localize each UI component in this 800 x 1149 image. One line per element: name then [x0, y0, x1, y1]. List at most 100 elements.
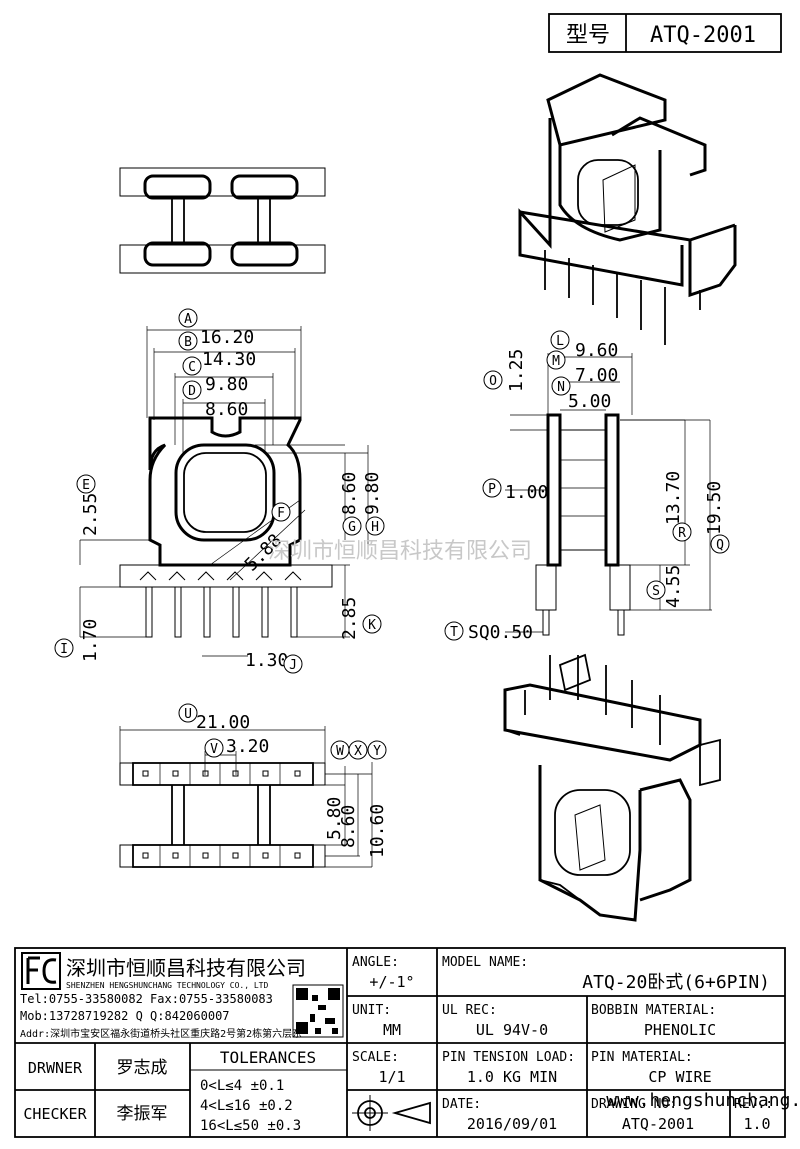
marker-letter: E	[82, 478, 90, 493]
iso-view-top	[518, 73, 737, 345]
marker-letter: T	[450, 625, 458, 640]
marker-letter: I	[60, 642, 68, 657]
marker-letter: P	[488, 482, 496, 497]
pin-tension-value: 1.0 KG MIN	[467, 1068, 557, 1086]
title-block	[14, 947, 786, 1138]
angle-label: ANGLE:	[352, 955, 399, 970]
marker-t: T	[444, 621, 464, 641]
qr-code-icon	[292, 984, 344, 1038]
marker-letter: B	[184, 335, 192, 350]
drawer-label: DRWNER	[28, 1059, 83, 1077]
marker-letter: Q	[716, 538, 724, 553]
checker-value: 李振军	[117, 1104, 168, 1124]
bottom-view	[119, 726, 373, 868]
marker-circle	[271, 502, 291, 522]
marker-circle	[182, 356, 202, 376]
checker-label: CHECKER	[23, 1105, 87, 1123]
marker-f: F	[271, 502, 291, 522]
tolerances-label: TOLERANCES	[220, 1048, 316, 1067]
ul-value: UL 94V-0	[476, 1021, 548, 1039]
marker-letter: U	[184, 707, 192, 722]
tolerance-row-3: 16<L≤50 ±0.3	[200, 1118, 301, 1134]
dim-J: 1.30	[245, 650, 288, 671]
dim-X: 8.60	[338, 805, 359, 848]
marker-circle	[362, 614, 382, 634]
marker-circle	[483, 370, 503, 390]
marker-m: M	[546, 350, 566, 370]
rev-value: 1.0	[743, 1115, 770, 1133]
model-name-value: ATQ-20卧式(6+6PIN)	[582, 972, 770, 993]
marker-u: U	[178, 703, 198, 723]
header-model: ATQ-2001	[650, 23, 756, 48]
company-logo	[21, 952, 61, 990]
tolerance-row-2: 4<L≤16 ±0.2	[200, 1098, 293, 1114]
drawing-no-value: ATQ-2001	[622, 1115, 694, 1133]
marker-l: L	[550, 330, 570, 350]
marker-letter: V	[210, 742, 218, 757]
ul-label: UL REC:	[442, 1003, 497, 1018]
marker-r: R	[672, 522, 692, 542]
unit-label: UNIT:	[352, 1003, 391, 1018]
marker-circle	[444, 621, 464, 641]
dim-G: 8.60	[339, 472, 360, 515]
bobbin-material-value: PHENOLIC	[644, 1021, 716, 1039]
marker-i: I	[54, 638, 74, 658]
iso-view-bottom	[503, 653, 721, 922]
marker-circle	[550, 330, 570, 350]
marker-e: E	[76, 474, 96, 494]
company-tel: Tel:0755-33580082 Fax:0755-33580083	[20, 992, 273, 1006]
watermark-url: www.hengshunchang.com	[606, 1090, 800, 1111]
pin-material-label: PIN MATERIAL:	[591, 1050, 693, 1065]
bobbin-material-label: BOBBIN MATERIAL:	[591, 1003, 716, 1018]
dim-N: 5.00	[568, 391, 611, 412]
marker-n: N	[551, 376, 571, 396]
marker-s: S	[646, 580, 666, 600]
marker-circle	[54, 638, 74, 658]
marker-o: O	[483, 370, 503, 390]
dim-W: 5.80	[324, 797, 345, 840]
marker-letter: S	[652, 584, 660, 599]
marker-letter: R	[678, 526, 686, 541]
marker-circle	[204, 738, 224, 758]
date-value: 2016/09/01	[467, 1115, 557, 1133]
marker-v: V	[204, 738, 224, 758]
marker-letter: W	[336, 744, 344, 759]
dim-R: 13.70	[663, 471, 684, 525]
company-addr: Addr:深圳市宝安区福永街道桥头社区重庆路2号第2栋第六层东	[20, 1027, 302, 1040]
marker-letter: M	[552, 354, 560, 369]
marker-letter: L	[556, 334, 564, 349]
date-label: DATE:	[442, 1097, 481, 1112]
marker-circle	[348, 740, 368, 760]
unit-value: MM	[383, 1021, 401, 1039]
marker-circle	[365, 516, 385, 536]
marker-c: C	[182, 356, 202, 376]
marker-letter: X	[354, 744, 362, 759]
dim-D: 8.60	[205, 399, 248, 420]
dim-C: 9.80	[205, 374, 248, 395]
watermark-text: 深圳市恒顺昌科技有限公司	[268, 539, 532, 564]
drawer-value: 罗志成	[117, 1058, 168, 1078]
marker-circle	[342, 516, 362, 536]
dim-B: 14.30	[202, 349, 256, 370]
model-name-label: MODEL NAME:	[442, 955, 528, 970]
marker-circle	[178, 308, 198, 328]
marker-letter: Y	[373, 744, 381, 759]
marker-j: J	[283, 654, 303, 674]
company-name-cn: 深圳市恒顺昌科技有限公司	[66, 956, 306, 980]
marker-b: B	[178, 331, 198, 351]
marker-letter: H	[371, 520, 379, 535]
projection-symbol-icon	[352, 1095, 431, 1131]
marker-circle	[283, 654, 303, 674]
scale-value: 1/1	[378, 1068, 405, 1086]
marker-letter: N	[557, 380, 565, 395]
marker-circle	[76, 474, 96, 494]
marker-letter: K	[368, 618, 376, 633]
dim-T: SQ0.50	[468, 622, 533, 643]
front-pins	[139, 571, 302, 638]
front-view	[79, 326, 369, 657]
header-box: 型号 ATQ-2001	[548, 13, 782, 53]
marker-circle	[482, 478, 502, 498]
marker-d: D	[182, 380, 202, 400]
marker-y: Y	[367, 740, 387, 760]
